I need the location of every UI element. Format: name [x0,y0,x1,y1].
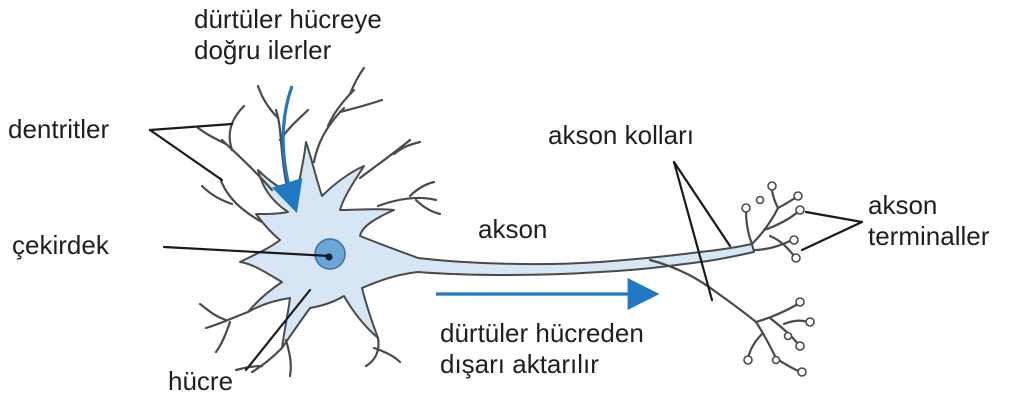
impulse-in-label: dürtüler hücreye doğru ilerler [194,4,382,66]
impulse-in-line2: doğru ilerler [194,35,382,66]
dendrites-label: dentritler [8,114,109,145]
nucleus-label: çekirdek [12,230,109,261]
nucleus-shape [315,239,345,269]
axon-terminals-label: akson terminaller [868,190,989,252]
impulse-out-label: dürtüler hücreden dışarı aktarılır [440,318,644,380]
axon-collaterals [650,260,808,372]
axon-terminals-line2: terminaller [868,221,989,252]
axon-collaterals-label: akson kolları [548,120,694,151]
impulse-out-line1: dürtüler hücreden [440,318,644,349]
axon-terminals-line1: akson [868,190,989,221]
impulse-in-arrow [283,86,294,204]
impulse-in-line1: dürtüler hücreye [194,4,382,35]
impulse-out-line2: dışarı aktarılır [440,349,644,380]
axon-terminals-branches [746,188,798,256]
axon-label: akson [478,214,547,245]
cell-body-label: hücre [168,366,233,397]
